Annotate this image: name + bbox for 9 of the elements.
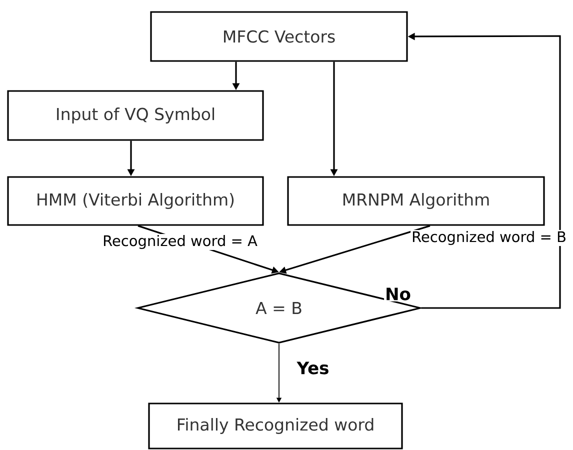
edge-label: No bbox=[384, 286, 412, 302]
edge-label: Recognized word = A bbox=[102, 234, 258, 250]
process-box: MRNPM Algorithm bbox=[287, 176, 545, 226]
process-box: MFCC Vectors bbox=[150, 11, 408, 62]
process-box: Finally Recognized word bbox=[148, 402, 403, 450]
edge-label: Yes bbox=[296, 360, 330, 376]
process-box: Input of VQ Symbol bbox=[7, 90, 264, 141]
edge-label: Recognized word = B bbox=[410, 230, 568, 246]
process-box: HMM (Viterbi Algorithm) bbox=[7, 176, 264, 226]
